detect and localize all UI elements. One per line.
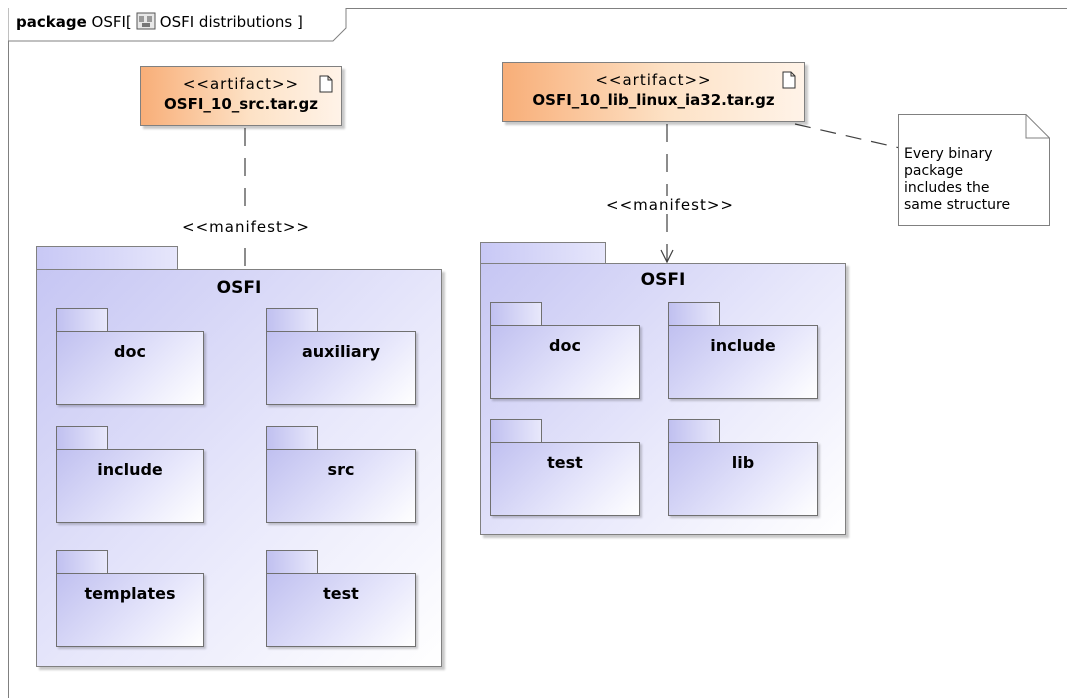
subpackage-doc[interactable]: doc <box>490 325 640 399</box>
frame-model-name: OSFI distributions ] <box>159 13 303 31</box>
artifact-stereotype: <<artifact>> <box>182 75 300 93</box>
package-tab <box>36 246 178 270</box>
subpackage-tab <box>56 426 108 450</box>
note-text: Every binary package includes the same s… <box>904 146 1011 213</box>
comment-note[interactable]: Every binary package includes the same s… <box>898 114 1050 226</box>
note-shape <box>898 114 1050 226</box>
subpackage-tab <box>56 308 108 332</box>
subpackage-templates[interactable]: templates <box>56 573 204 647</box>
subpackage-title: test <box>323 584 359 603</box>
manifest-arrowhead-2 <box>660 249 674 264</box>
note-anchor-line <box>794 123 901 149</box>
model-icon <box>136 11 156 30</box>
package-frame <box>8 8 1067 698</box>
subpackage-test[interactable]: test <box>266 573 416 647</box>
subpackage-tab <box>266 308 318 332</box>
subpackage-tab <box>490 302 542 326</box>
subpackage-tab <box>668 419 720 443</box>
frame-header: package OSFI[ OSFI distributions ] <box>8 8 303 40</box>
artifact-stereotype: <<artifact>> <box>595 71 712 89</box>
subpackage-include[interactable]: include <box>668 325 818 399</box>
subpackage-title: src <box>327 460 355 479</box>
subpackage-title: templates <box>84 584 176 603</box>
subpackage-title: doc <box>549 336 581 355</box>
package-tab <box>480 242 606 264</box>
subpackage-auxiliary[interactable]: auxiliary <box>266 331 416 405</box>
subpackage-doc[interactable]: doc <box>56 331 204 405</box>
artifact-src[interactable]: <<artifact>> OSFI_10_src.tar.gz <box>140 66 342 126</box>
package-osfi-lib[interactable]: OSFI doc include test lib <box>480 263 846 535</box>
subpackage-title: doc <box>114 342 146 361</box>
frame-name: OSFI[ <box>91 13 132 31</box>
subpackage-tab <box>668 302 720 326</box>
subpackage-test[interactable]: test <box>490 442 640 516</box>
subpackage-title: auxiliary <box>301 342 381 361</box>
package-title: OSFI <box>216 278 262 298</box>
frame-tab-outline <box>8 8 347 42</box>
subpackage-title: test <box>547 453 583 472</box>
subpackage-tab <box>56 550 108 574</box>
subpackage-tab <box>266 550 318 574</box>
subpackage-title: include <box>710 336 776 355</box>
subpackage-src[interactable]: src <box>266 449 416 523</box>
package-osfi-src[interactable]: OSFI doc auxiliary include src templates… <box>36 269 442 667</box>
subpackage-title: include <box>97 460 163 479</box>
subpackage-tab <box>266 426 318 450</box>
package-title: OSFI <box>640 270 686 290</box>
artifact-lib[interactable]: <<artifact>> OSFI_10_lib_linux_ia32.tar.… <box>502 62 805 122</box>
frame-keyword: package <box>16 13 87 31</box>
subpackage-lib[interactable]: lib <box>668 442 818 516</box>
artifact-name: OSFI_10_lib_linux_ia32.tar.gz <box>532 91 775 109</box>
subpackage-include[interactable]: include <box>56 449 204 523</box>
subpackage-title: lib <box>731 453 755 472</box>
document-icon <box>319 75 333 93</box>
manifest-label-1: <<manifest>> <box>180 218 312 236</box>
document-icon <box>782 71 796 89</box>
subpackage-tab <box>490 419 542 443</box>
manifest-label-2: <<manifest>> <box>604 196 736 214</box>
artifact-name: OSFI_10_src.tar.gz <box>164 95 318 113</box>
